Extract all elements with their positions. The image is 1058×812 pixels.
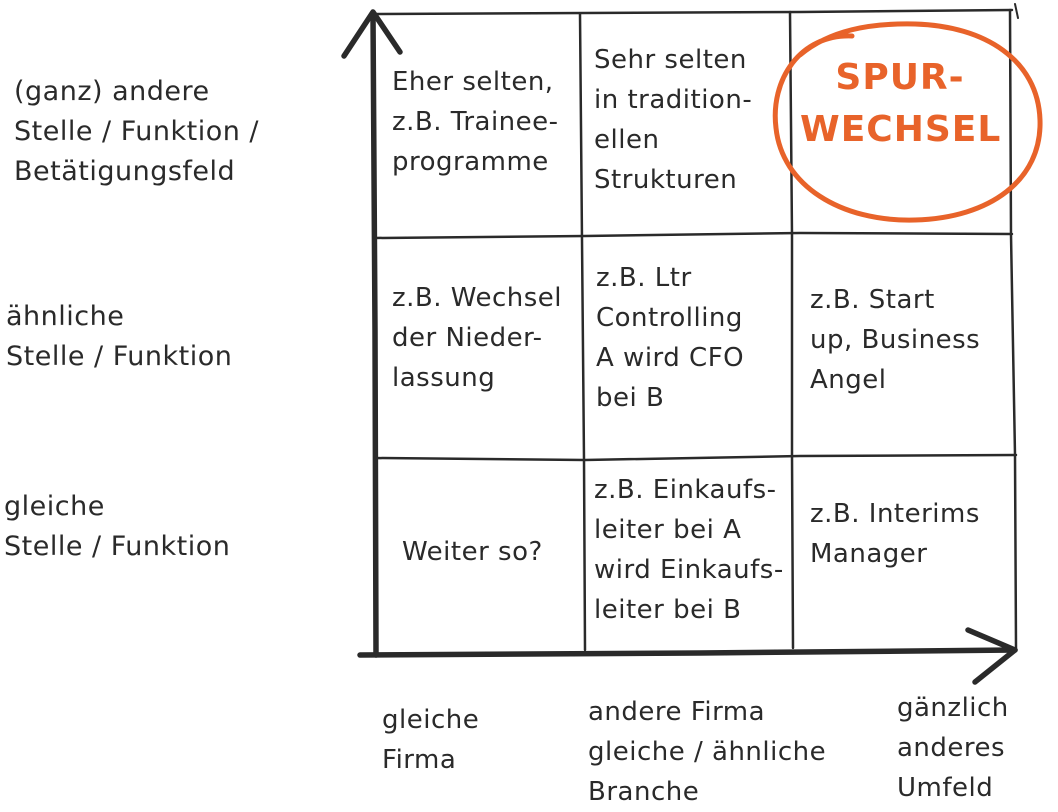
cell-different-role-other-company: Sehr selten in tradition- ellen Struktur… — [594, 45, 753, 195]
cell-same-role-other-company: z.B. Einkaufs- leiter bei A wird Einkauf… — [594, 475, 784, 625]
cell-same-role-different-field: z.B. Interims Manager — [810, 499, 980, 569]
column-label-other-company: andere Firma gleiche / ähnliche Branche — [588, 697, 827, 807]
cell-different-role-same-company: Eher selten, z.B. Trainee- programme — [392, 67, 559, 177]
grid-line-vertical-2 — [788, 10, 795, 650]
row-label-same-role: gleiche Stelle / Funktion — [4, 491, 231, 562]
row-label-similar-role: ähnliche Stelle / Funktion — [6, 301, 233, 372]
cell-similar-role-same-company: z.B. Wechsel der Nieder- lassung — [392, 283, 562, 393]
y-axis-arrowhead — [341, 9, 403, 59]
grid-line-top — [370, 8, 1014, 16]
x-axis-arrow — [357, 647, 1018, 658]
highlight-circle — [772, 21, 1043, 223]
grid-line-vertical-3 — [1008, 8, 1018, 650]
x-axis-arrowhead — [965, 627, 1018, 685]
column-label-entirely-different: gänzlich anderes Umfeld — [897, 693, 1009, 803]
cell-similar-role-different-field: z.B. Start up, Business Angel — [810, 285, 981, 395]
grid-line-vertical-1 — [578, 12, 587, 652]
grid-line-horizontal-1 — [373, 231, 1014, 240]
cell-highlight-spurwechsel: SPUR- WECHSEL — [800, 57, 1002, 150]
cell-similar-role-other-company: z.B. Ltr Controlling A wird CFO bei B — [596, 263, 745, 413]
column-label-same-company: gleiche Firma — [382, 705, 480, 775]
cell-same-role-same-company: Weiter so? — [402, 537, 543, 567]
y-axis-arrow — [370, 11, 379, 658]
grid-line-horizontal-2 — [373, 453, 1018, 462]
row-label-different-role: (ganz) andere Stelle / Funktion / Betäti… — [14, 76, 260, 187]
